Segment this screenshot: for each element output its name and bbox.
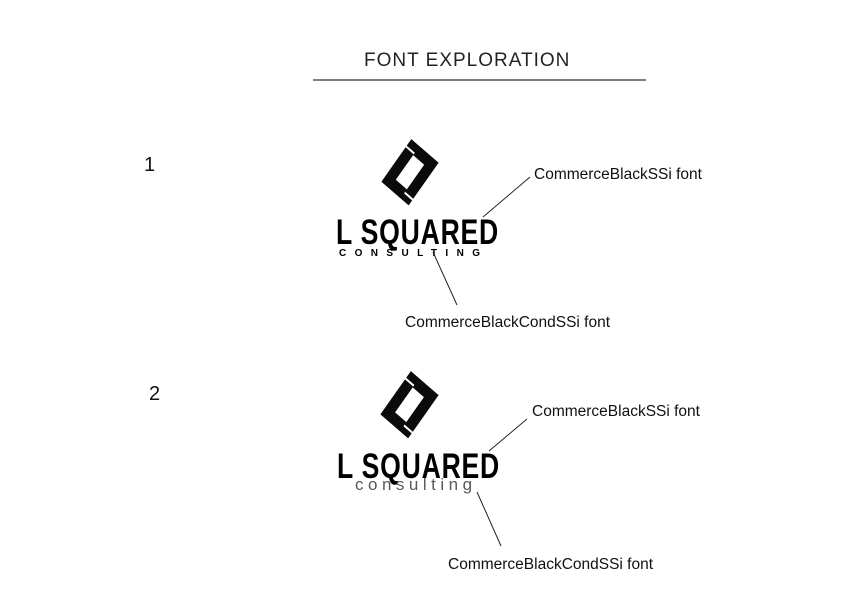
variant-1-number: 1 bbox=[144, 154, 156, 176]
annotation-label: CommerceBlackCondSSi font bbox=[448, 556, 654, 573]
logo-mark-top-l bbox=[404, 371, 439, 432]
annotation-label: CommerceBlackCondSSi font bbox=[405, 314, 611, 331]
logo-2-wordmark: L SQUARED bbox=[337, 449, 552, 484]
logo-1-wordmark: L SQUARED bbox=[336, 215, 551, 250]
title-underline bbox=[313, 79, 646, 81]
logo-mark-bottom-l bbox=[381, 147, 414, 206]
logo-2-wordmark-text: L SQUARED bbox=[337, 447, 501, 486]
annotation-label: CommerceBlackSSi font bbox=[534, 166, 702, 183]
l-squared-mark-icon bbox=[381, 139, 439, 206]
annotation-label: CommerceBlackSSi font bbox=[532, 403, 700, 420]
logo-mark-top-l bbox=[405, 139, 439, 199]
variant-2-number: 2 bbox=[149, 383, 161, 405]
logo-mark-bottom-l bbox=[380, 379, 414, 439]
logo-1-tagline: CONSULTING bbox=[339, 248, 489, 259]
leader-line-1a bbox=[482, 176, 531, 218]
page-title: FONT EXPLORATION bbox=[364, 50, 571, 71]
leader-line-2b bbox=[476, 491, 502, 547]
l-squared-mark-icon bbox=[380, 371, 439, 439]
logo-1-wordmark-text: L SQUARED bbox=[336, 213, 500, 252]
logo-2-tagline: consulting bbox=[355, 475, 477, 494]
leader-line-1b bbox=[432, 251, 458, 306]
